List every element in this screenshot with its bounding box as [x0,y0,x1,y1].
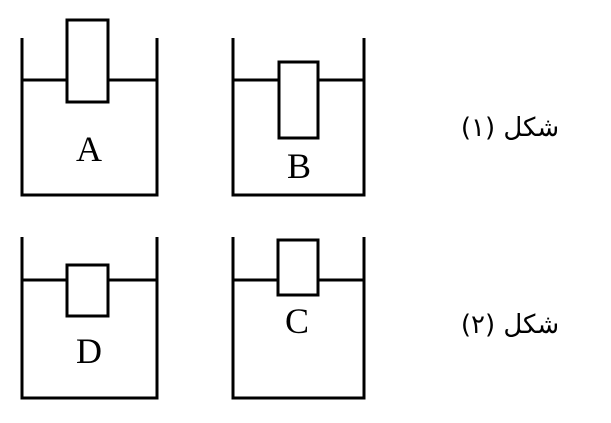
block-b [277,60,320,140]
label-c: C [285,301,309,341]
beaker [20,38,159,197]
caption-figure-2: شكل (٢) [461,310,559,340]
beaker [231,237,366,400]
beaker [20,237,159,400]
label-a: A [76,129,102,169]
beaker [231,38,366,197]
caption-figure-1: شكل (١) [461,113,559,143]
label-b: B [287,146,311,186]
label-d: D [76,331,102,371]
container-c: C [231,237,366,400]
container-a: A [20,18,159,197]
block-d [65,263,110,318]
container-b: B [231,38,366,197]
block-c [276,238,320,297]
container-d: D [20,237,159,400]
block-a [65,18,110,104]
